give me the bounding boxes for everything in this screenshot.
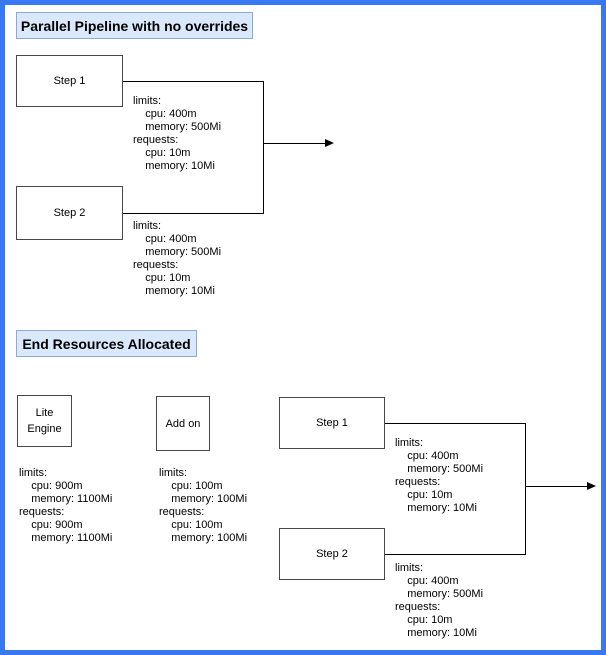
- top-output-arrow-line: [263, 143, 325, 144]
- add-on-resources: limits: cpu: 100m memory: 100Mi requests…: [159, 467, 248, 544]
- top-step1-resources: limits: cpu: 400m memory: 500Mi requests…: [133, 95, 222, 172]
- add-on-box: Add on: [156, 396, 210, 451]
- top-section-title: Parallel Pipeline with no overrides: [16, 12, 253, 39]
- top-step2-resources: limits: cpu: 400m memory: 500Mi requests…: [133, 220, 222, 297]
- top-step2-connector-line: [123, 213, 264, 214]
- bottom-output-arrow-line: [525, 486, 587, 487]
- bottom-step2-resources: limits: cpu: 400m memory: 500Mi requests…: [395, 562, 484, 639]
- bottom-step1-resources: limits: cpu: 400m memory: 500Mi requests…: [395, 437, 484, 514]
- lite-engine-resources: limits: cpu: 900m memory: 1100Mi request…: [19, 467, 113, 544]
- bottom-section-title: End Resources Allocated: [16, 330, 197, 357]
- top-step2-box: Step 2: [16, 186, 123, 240]
- lite-engine-box: Lite Engine: [17, 395, 72, 447]
- bottom-step1-box: Step 1: [279, 397, 385, 449]
- top-connector-bus-line: [263, 81, 264, 214]
- top-step1-connector-line: [123, 81, 264, 82]
- bottom-step2-connector-line: [385, 554, 525, 555]
- bottom-step1-connector-line: [385, 423, 525, 424]
- bottom-connector-bus-line: [525, 423, 526, 555]
- top-arrow-head-icon: [325, 139, 334, 147]
- top-step1-box: Step 1: [16, 55, 123, 107]
- bottom-step2-box: Step 2: [279, 528, 385, 580]
- bottom-arrow-head-icon: [587, 482, 596, 490]
